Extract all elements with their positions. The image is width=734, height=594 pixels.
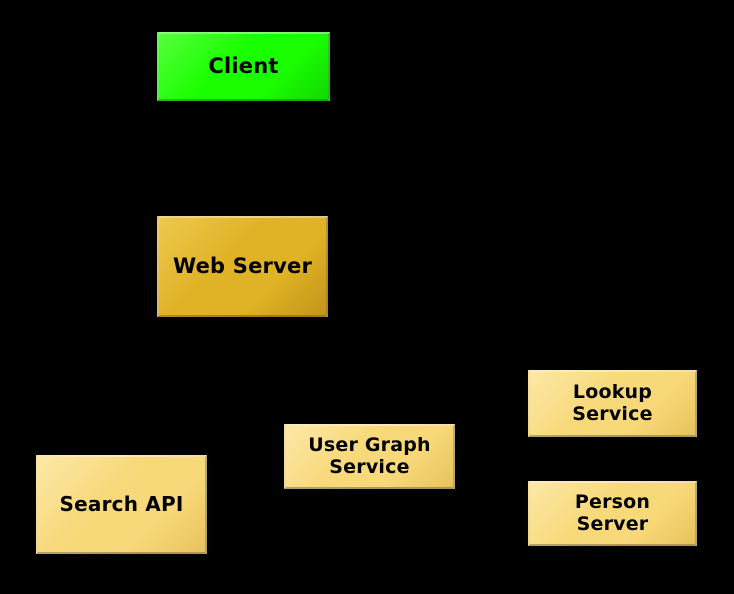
diagram-node-client[interactable]: Client xyxy=(157,32,330,101)
diagram-node-person-server[interactable]: Person Server xyxy=(528,481,697,546)
diagram-node-search-api[interactable]: Search API xyxy=(36,455,207,554)
node-label-search-api: Search API xyxy=(59,492,184,517)
node-label-lookup-service: Lookup Service xyxy=(572,381,653,425)
diagram-node-web-server[interactable]: Web Server xyxy=(157,216,328,317)
diagram-node-user-graph-service[interactable]: User Graph Service xyxy=(284,424,455,489)
node-label-web-server: Web Server xyxy=(172,253,312,278)
node-label-client: Client xyxy=(208,53,279,78)
diagram-node-lookup-service[interactable]: Lookup Service xyxy=(528,370,697,437)
node-label-user-graph-service: User Graph Service xyxy=(308,434,431,478)
node-label-person-server: Person Server xyxy=(574,491,651,535)
